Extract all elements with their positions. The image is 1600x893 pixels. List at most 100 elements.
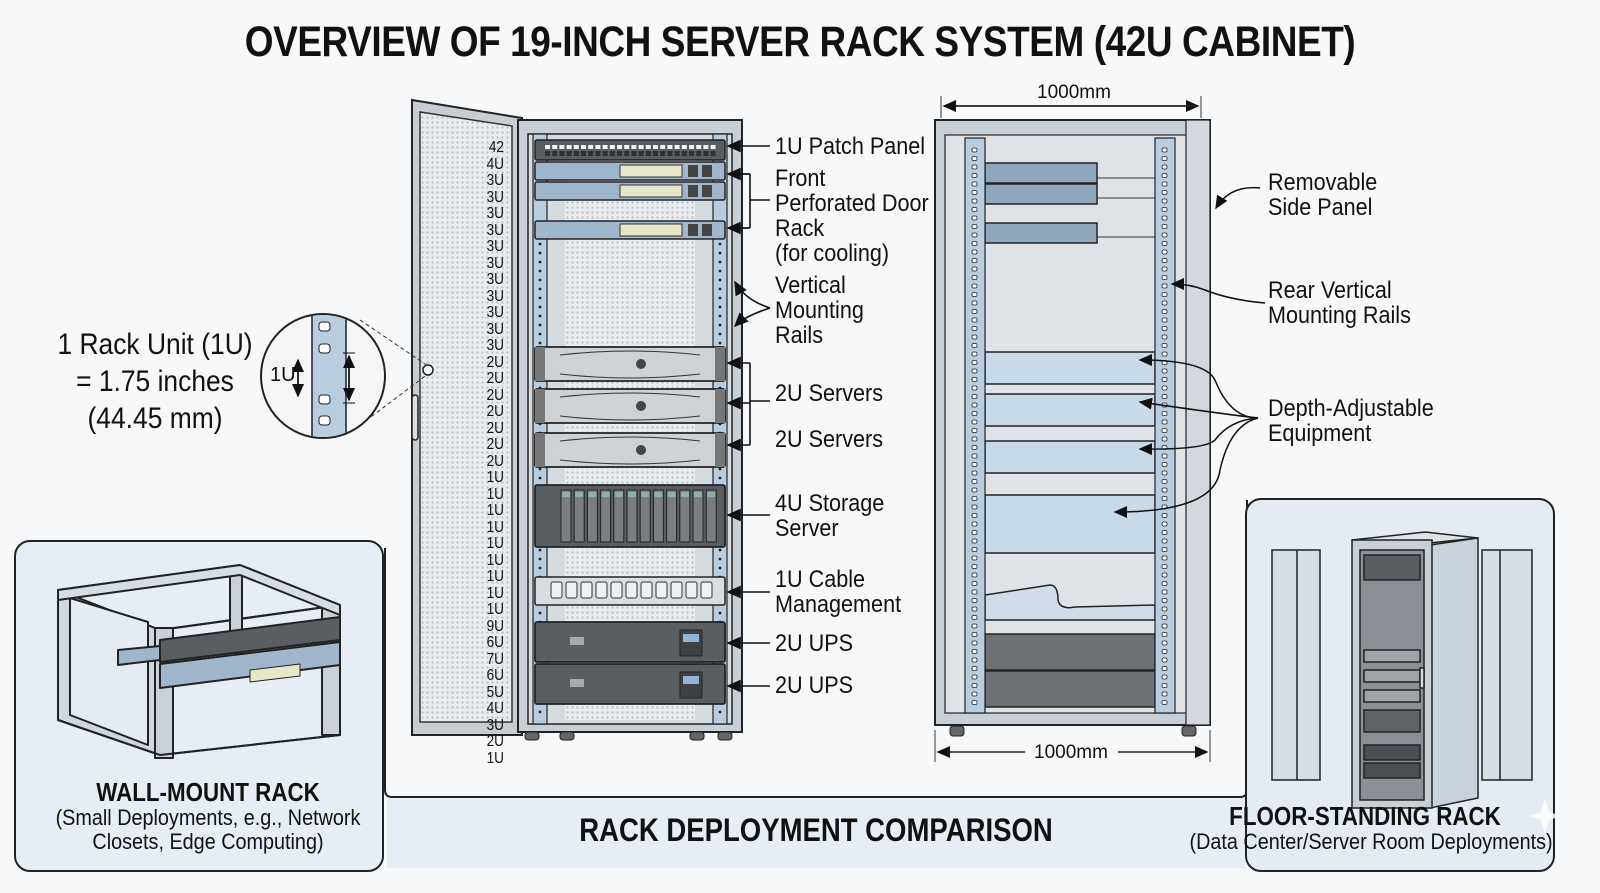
rail-hole — [971, 445, 978, 450]
server-2u-1 — [534, 346, 726, 382]
rail-hole — [1161, 275, 1168, 280]
cable-slot — [625, 581, 638, 599]
drive-bay — [613, 489, 625, 543]
door-unit-label: 2U — [486, 452, 504, 470]
patch-jack — [588, 151, 594, 156]
patch-port — [660, 145, 666, 149]
door-unit-label: 1U — [486, 551, 504, 569]
door-unit-label: 4U — [486, 155, 504, 173]
door-unit-label: 3U — [486, 320, 504, 338]
rail-hole — [1161, 547, 1168, 552]
rail-hole — [538, 323, 542, 327]
rail-hole — [1161, 674, 1168, 680]
rail-hole — [1161, 632, 1168, 637]
rail-hole — [971, 691, 978, 697]
rail-hole — [971, 292, 978, 297]
patch-port — [617, 145, 622, 149]
rack-unit-line3: (44.45 mm) — [87, 402, 223, 435]
cable-slot — [640, 581, 653, 599]
drive-bay — [586, 489, 598, 543]
rail-hole — [538, 341, 542, 345]
rail-hole — [1161, 581, 1168, 586]
door-unit-label: 1U — [486, 568, 504, 585]
label-servers-b: 2U Servers — [775, 426, 884, 453]
patch-jack — [703, 151, 709, 156]
cable-slot — [550, 581, 563, 599]
rail-hole — [1161, 598, 1168, 603]
door-unit-label: 1U — [486, 485, 504, 503]
cable-slot — [580, 581, 593, 599]
rail-hole — [1161, 700, 1168, 705]
rail-hole — [971, 147, 978, 153]
patch-jack — [631, 151, 637, 156]
drive-led — [562, 492, 570, 497]
wall-mount-title: WALL-MOUNT RACK — [96, 777, 320, 807]
network-switch-1 — [534, 161, 726, 181]
label-depth-adjustable-line1: Depth-Adjustable — [1268, 395, 1434, 422]
rail-hole — [1161, 207, 1168, 212]
rail-hole — [971, 666, 978, 671]
rail-hole — [1161, 530, 1168, 535]
patch-port — [609, 145, 615, 149]
cable-slot — [610, 581, 623, 599]
rail-hole — [971, 632, 978, 637]
rail-hole — [1161, 470, 1168, 476]
rail-hole — [1161, 343, 1168, 348]
rail-hole — [1161, 326, 1168, 331]
storage-server-4u — [534, 484, 726, 548]
drive-led — [667, 492, 676, 497]
rail-hole — [1161, 173, 1168, 178]
rail-hole — [971, 207, 978, 212]
cable-slot — [685, 581, 698, 599]
cable-management-1u — [534, 576, 726, 606]
rail-hole — [1161, 462, 1168, 467]
cable-slot — [670, 581, 683, 599]
drive-led — [654, 492, 663, 497]
label-ups-a: 2U UPS — [775, 630, 854, 657]
door-unit-label: 1U — [486, 601, 504, 618]
rail-hole — [971, 462, 978, 467]
patch-port — [653, 145, 658, 149]
patch-jack — [689, 151, 694, 156]
drive-led — [575, 492, 584, 497]
rail-hole — [718, 251, 722, 255]
rail-hole — [538, 548, 542, 552]
rail-hole — [971, 232, 978, 238]
label-front-door: Front Perforated Door Rack (for cooling) — [775, 166, 929, 266]
rail-hole — [1161, 334, 1168, 340]
door-unit-label: 2U — [486, 386, 504, 404]
wall-mount-subtitle-line2: Closets, Edge Computing) — [92, 829, 324, 854]
patch-jack — [674, 151, 680, 156]
drive-bay — [666, 489, 678, 543]
rail-hole — [718, 323, 722, 327]
patch-port — [703, 145, 709, 149]
label-vertical-rails-line3: Rails — [775, 322, 824, 349]
rail-hole — [538, 467, 542, 471]
drive-bay — [679, 489, 691, 543]
rail-hole — [1161, 564, 1168, 569]
patch-jack — [638, 151, 644, 156]
label-front-door-line4: (for cooling) — [775, 240, 890, 267]
rail-hole — [1161, 649, 1168, 654]
rail-hole — [538, 269, 542, 273]
rail-hole — [971, 334, 978, 340]
rail-hole — [971, 547, 978, 552]
rail-hole — [538, 296, 542, 300]
patch-port — [588, 145, 594, 149]
rail-hole — [538, 566, 542, 570]
patch-port — [710, 145, 716, 149]
drive-bay — [652, 489, 664, 543]
rail-hole — [971, 249, 978, 255]
patch-port — [681, 145, 687, 149]
rail-hole — [971, 487, 978, 493]
rail-hole — [971, 513, 978, 518]
rail-hole — [718, 269, 722, 273]
rail-hole — [1161, 215, 1168, 221]
top-dimension-label: 1000mm — [1035, 82, 1113, 104]
rail-hole — [971, 156, 978, 161]
patch-port — [645, 145, 651, 149]
rack-unit-line2: = 1.75 inches — [76, 365, 234, 398]
rail-hole — [971, 470, 978, 476]
patch-port — [595, 145, 601, 149]
